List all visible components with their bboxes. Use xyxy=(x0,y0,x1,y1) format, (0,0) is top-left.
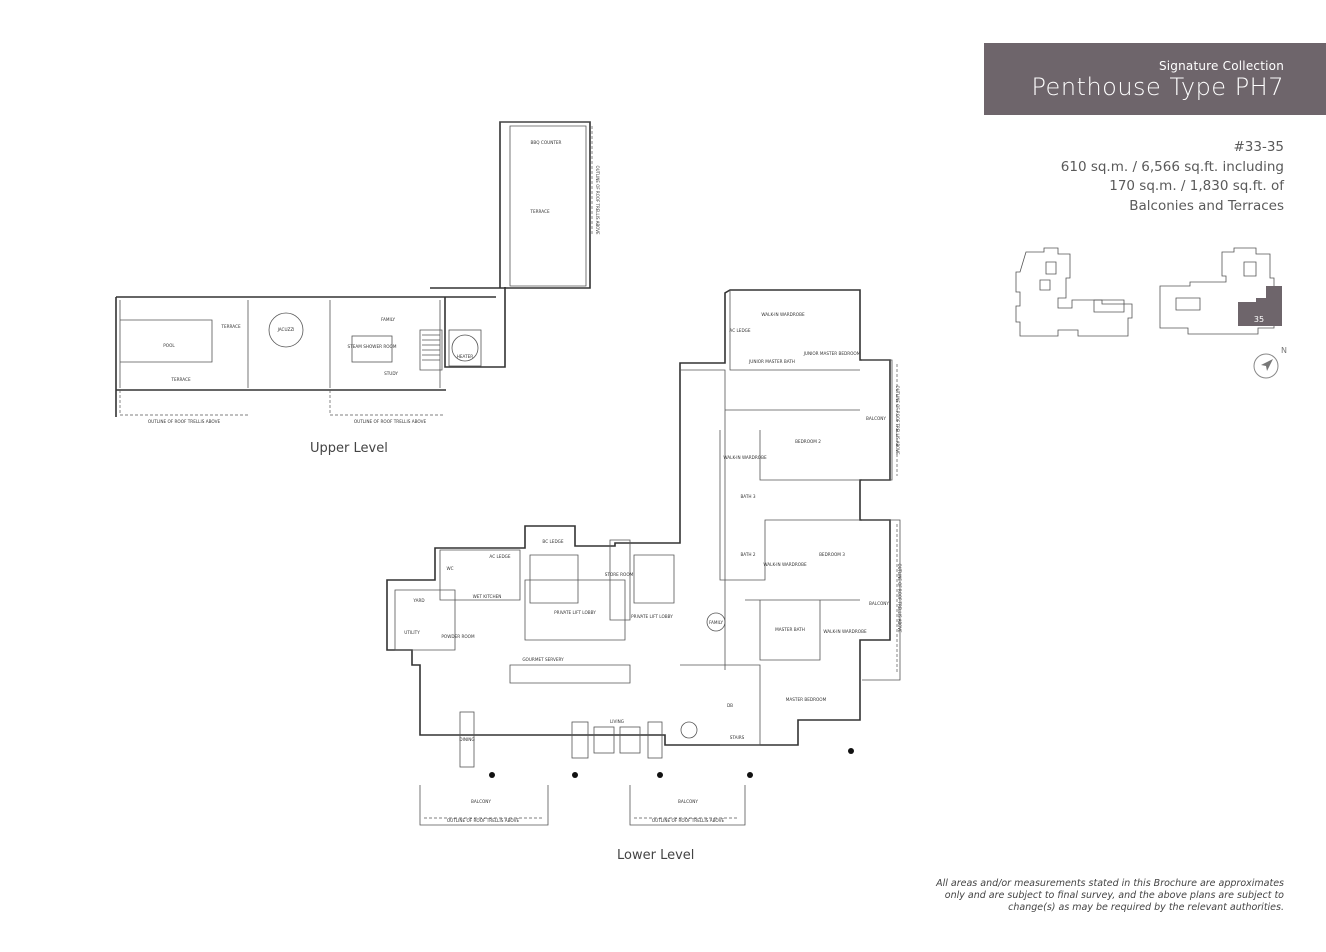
label-heater: HEATER xyxy=(457,354,474,359)
label-trellis-2: OUTLINE OF ROOF TRELLIS ABOVE xyxy=(354,419,427,424)
label-jacuzzi: JACUZZI xyxy=(277,327,295,332)
disclaimer-line-2: only and are subject to final survey, an… xyxy=(944,890,1284,901)
label-bc-ledge: BC LEDGE xyxy=(542,539,564,544)
label-gourmet-servery: GOURMET SERVERY xyxy=(522,657,564,662)
label-pool: POOL xyxy=(163,343,175,348)
label-powder-room: POWDER ROOM xyxy=(441,634,475,639)
label-master-bath: MASTER BATH xyxy=(775,627,805,632)
label-store-room: STORE ROOM xyxy=(605,572,634,577)
label-jm-bath: JUNIOR MASTER BATH xyxy=(748,359,795,364)
label-wet-kitchen: WET KITCHEN xyxy=(473,594,502,599)
north-label: N xyxy=(1281,346,1287,355)
label-trellis-b2: OUTLINE OF ROOF TRELLIS ABOVE xyxy=(652,818,725,823)
label-bbq-counter: BBQ COUNTER xyxy=(531,140,562,145)
label-master-bedroom: MASTER BEDROOM xyxy=(786,697,827,702)
label-db: DB xyxy=(727,703,733,708)
label-walkin-3: WALK-IN WARDROBE xyxy=(763,562,807,567)
label-balcony-b2: BALCONY xyxy=(678,799,698,804)
unit-number: #33-35 xyxy=(1233,139,1284,155)
label-terrace-trellis: OUTLINE OF ROOF TRELLIS ABOVE xyxy=(595,165,600,235)
highlighted-unit xyxy=(1238,286,1282,326)
lower-level-label: Lower Level xyxy=(617,848,695,863)
label-balcony-r2: BALCONY xyxy=(869,601,889,606)
label-bedroom-2: BEDROOM 2 xyxy=(795,439,821,444)
label-jm-bedroom: JUNIOR MASTER BEDROOM xyxy=(803,351,861,356)
label-study: STUDY xyxy=(384,371,398,376)
label-stairs: STAIRS xyxy=(730,735,745,740)
label-walkin-master: WALK-IN WARDROBE xyxy=(823,629,867,634)
label-terrace-1: TERRACE xyxy=(220,324,241,329)
label-utility: UTILITY xyxy=(404,630,420,635)
disclaimer: All areas and/or measurements stated in … xyxy=(924,878,1284,914)
area-line-2: 170 sq.m. / 1,830 sq.ft. of xyxy=(1109,178,1284,194)
compass-icon xyxy=(1253,353,1279,379)
label-ac-ledge-top: AC LEDGE xyxy=(729,328,750,333)
label-wc: WC xyxy=(446,566,453,571)
collection-label: Signature Collection xyxy=(1158,59,1284,73)
label-terrace-2: TERRACE xyxy=(170,377,191,382)
upper-level-label: Upper Level xyxy=(310,441,388,456)
label-trellis-b1: OUTLINE OF ROOF TRELLIS ABOVE xyxy=(447,818,520,823)
label-lift-lobby-2: PRIVATE LIFT LOBBY xyxy=(631,614,673,619)
label-walkin-jm: WALK-IN WARDROBE xyxy=(761,312,805,317)
label-family-upper: FAMILY xyxy=(381,317,396,322)
unit-info: #33-35 610 sq.m. / 6,566 sq.ft. includin… xyxy=(1061,138,1284,216)
label-trellis-r2: OUTLINE OF ROOF TRELLIS ABOVE xyxy=(897,563,902,633)
title-banner: Signature Collection Penthouse Type PH7 xyxy=(984,43,1326,115)
label-ac-ledge: AC LEDGE xyxy=(489,554,510,559)
label-yard: YARD xyxy=(412,598,424,603)
upper-level-plan: BBQ COUNTER TERRACE OUTLINE OF ROOF TREL… xyxy=(115,121,600,424)
page-title: Penthouse Type PH7 xyxy=(1031,73,1284,101)
label-lift-lobby-1: PRIVATE LIFT LOBBY xyxy=(554,610,596,615)
label-balcony-b1: BALCONY xyxy=(471,799,491,804)
label-family: FAMILY xyxy=(709,620,724,625)
label-bath-3: BATH 3 xyxy=(740,494,755,499)
label-terrace-top: TERRACE xyxy=(529,209,550,214)
key-plan: 35 N xyxy=(1015,247,1287,379)
label-dining: DINING xyxy=(459,737,474,742)
label-trellis-1: OUTLINE OF ROOF TRELLIS ABOVE xyxy=(148,419,221,424)
label-bedroom-3: BEDROOM 3 xyxy=(819,552,845,557)
area-line-1: 610 sq.m. / 6,566 sq.ft. including xyxy=(1060,158,1284,175)
label-living: LIVING xyxy=(610,719,624,724)
label-walkin-2: WALK-IN WARDROBE xyxy=(723,455,767,460)
area-line-3: Balconies and Terraces xyxy=(1129,197,1284,214)
label-balcony-r1: BALCONY xyxy=(866,416,886,421)
key-plan-unit-label: 35 xyxy=(1254,315,1264,324)
lower-level-plan: AC LEDGE WALK-IN WARDROBE JUNIOR MASTER … xyxy=(386,289,902,826)
label-steam-shower: STEAM SHOWER ROOM xyxy=(348,344,397,349)
label-trellis-r1: OUTLINE OF ROOF TRELLIS ABOVE xyxy=(895,385,900,455)
label-bath-2: BATH 2 xyxy=(740,552,755,557)
disclaimer-line-1: All areas and/or measurements stated in … xyxy=(936,878,1284,889)
disclaimer-line-3: change(s) as may be required by the rele… xyxy=(1008,902,1284,913)
